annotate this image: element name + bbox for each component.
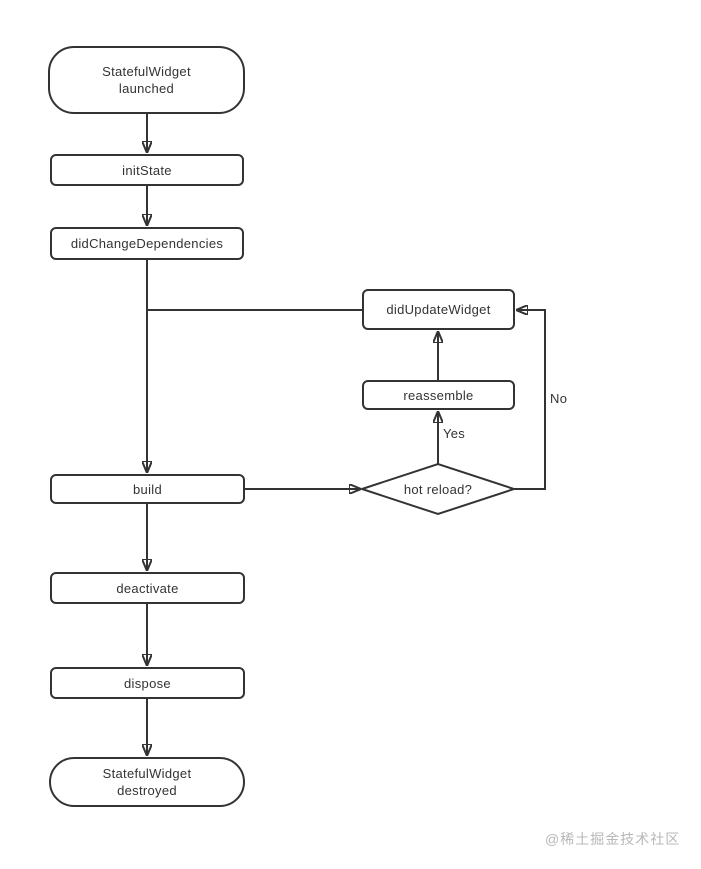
node-deactivate: deactivate — [50, 572, 245, 604]
decision-diamond-shape — [358, 462, 518, 516]
node-statefulwidget-destroyed: StatefulWidget destroyed — [49, 757, 245, 807]
node-build: build — [50, 474, 245, 504]
edge-label-no: No — [550, 391, 568, 406]
node-reassemble: reassemble — [362, 380, 515, 410]
watermark: @稀土掘金技术社区 — [545, 831, 681, 847]
edge-label-yes: Yes — [443, 426, 466, 441]
node-statefulwidget-launched: StatefulWidget launched — [48, 46, 245, 114]
node-dispose: dispose — [50, 667, 245, 699]
node-didupdatewidget: didUpdateWidget — [362, 289, 515, 330]
node-didchangedependencies: didChangeDependencies — [50, 227, 244, 260]
edge-hotreload-didupdatewidget-no — [514, 310, 546, 490]
node-hot-reload-decision: hot reload? — [403, 481, 473, 497]
node-initstate: initState — [50, 154, 244, 186]
